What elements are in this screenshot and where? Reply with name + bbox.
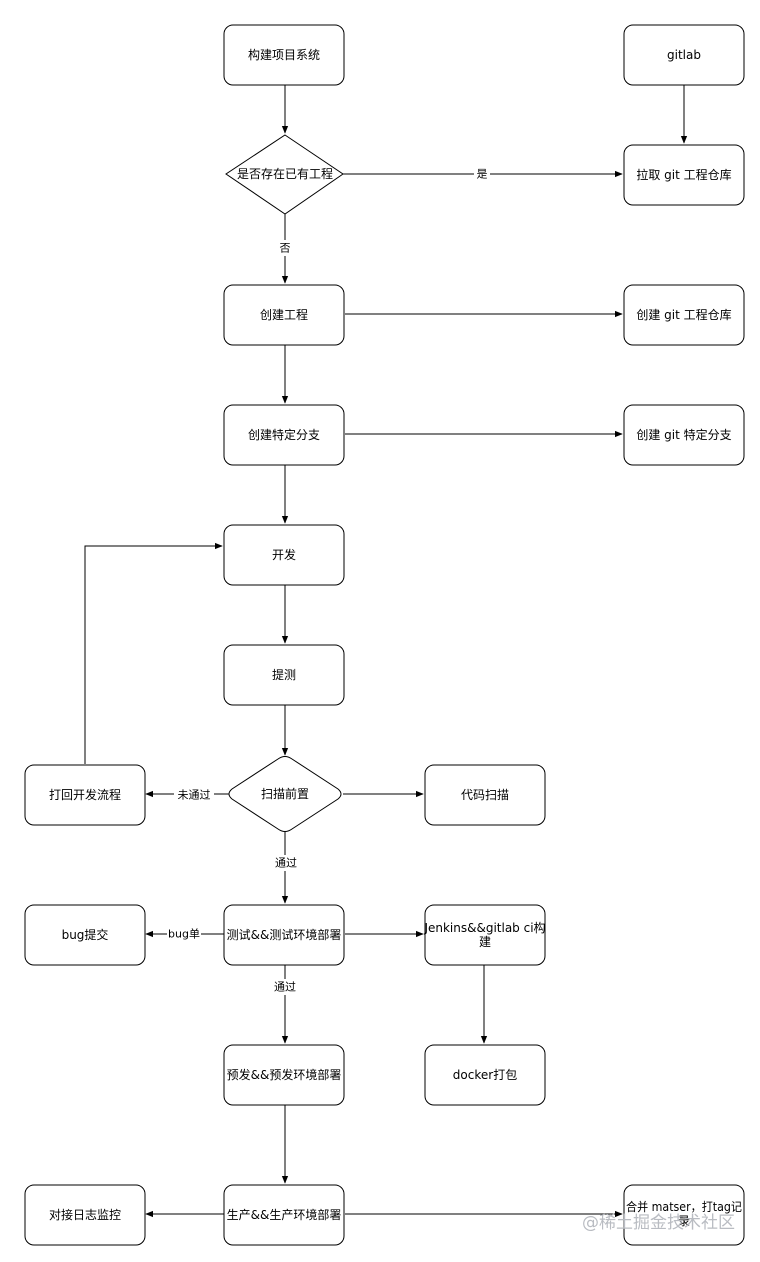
node-create-project [223,284,345,346]
node-log-monitor-label: 对接日志监控 [49,1207,121,1222]
node-pre-deploy [223,1044,345,1106]
edge-label-passed-test: 通过 [274,981,296,994]
edge-label-yes: 是 [477,168,488,181]
node-merge-tag [623,1184,745,1246]
node-has-project-label: 是否存在已有工程 [237,166,333,181]
node-submit-test-label: 提测 [272,667,296,682]
node-pre-deploy-label: 预发&&预发环境部署 [227,1067,342,1082]
edge-label-not-passed: 未通过 [178,789,211,802]
node-submit-test [223,644,345,706]
node-jenkins-label-line1: Jenkins&&gitlab ci构 [423,920,545,935]
node-has-project-decision [225,134,344,215]
edge-label-passed-scan: 通过 [275,857,297,870]
node-prod-deploy [223,1184,345,1246]
node-gitlab-label: gitlab [667,48,701,62]
node-develop-label: 开发 [272,547,296,562]
node-scan-precheck-decision [228,756,342,832]
watermark-text: @稀土掘金技术社区 [582,1213,735,1233]
node-create-project-label: 创建工程 [260,307,308,322]
node-prod-deploy-label: 生产&&生产环境部署 [227,1207,342,1222]
node-build-system-label: 构建项目系统 [248,47,320,62]
node-merge-tag-label-line2: 录 [678,1214,690,1228]
node-bug-submit [24,904,146,966]
edge-back-to-develop [84,542,223,764]
node-build-system [223,24,345,86]
node-create-repo-label: 创建 git 工程仓库 [636,307,731,322]
edge-label-no: 否 [280,242,291,255]
node-create-git-branch-label: 创建 git 特定分支 [636,427,731,442]
node-back-to-dev [24,764,146,826]
node-jenkins-label-line2: 建 [479,935,491,949]
node-develop [223,524,345,586]
node-pull-repo-label: 拉取 git 工程仓库 [636,167,731,182]
node-jenkins [424,904,546,966]
edges [84,85,688,1218]
node-docker-pack [424,1044,546,1106]
node-code-scan-label: 代码扫描 [461,788,509,802]
node-log-monitor [24,1184,146,1246]
node-merge-tag-label-line1: 合并 matser，打tag记 [626,1199,742,1214]
nodes [24,24,745,1246]
node-test-deploy-label: 测试&&测试环境部署 [227,927,342,942]
node-create-branch-label: 创建特定分支 [248,427,320,442]
node-test-deploy [223,904,345,966]
node-docker-pack-label: docker打包 [453,1068,517,1082]
node-gitlab [623,24,745,86]
edge-label-backgrounds [167,166,490,995]
node-code-scan [424,764,546,826]
node-bug-submit-label: bug提交 [62,927,109,942]
node-pull-repo [623,144,745,206]
node-create-git-branch [623,404,745,466]
edge-label-bug-ticket: bug单 [168,928,200,941]
node-scan-precheck-label: 扫描前置 [261,786,309,801]
node-create-branch [223,404,345,466]
node-create-repo [623,284,745,346]
node-back-to-dev-label: 打回开发流程 [49,787,121,802]
